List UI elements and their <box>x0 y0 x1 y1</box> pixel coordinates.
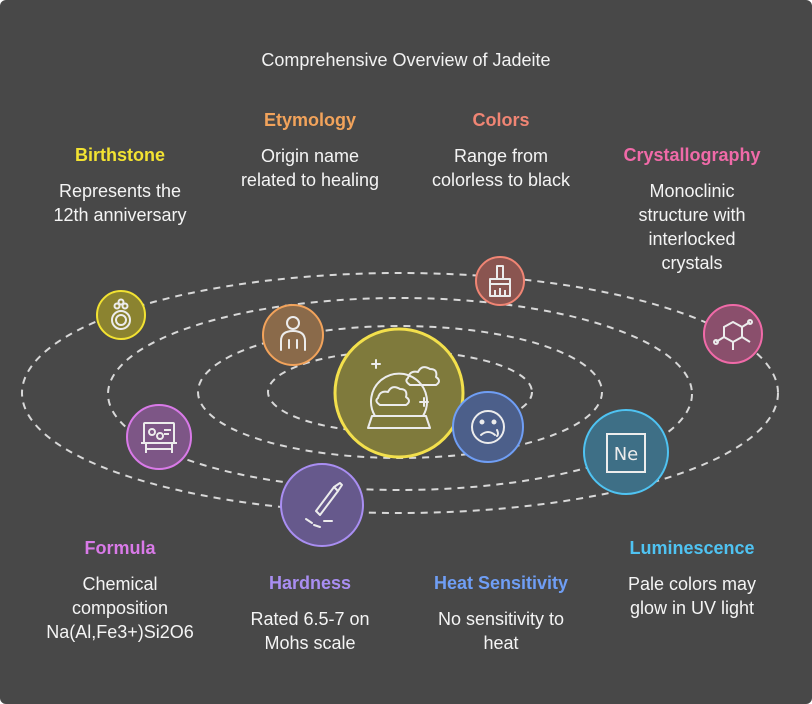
hardness-title: Hardness <box>268 573 352 593</box>
knife-icon <box>305 482 343 528</box>
crystallography-description: Monoclinic structure with interlocked cr… <box>638 181 746 273</box>
node-birthstone <box>96 290 146 340</box>
luminescence-title: Luminescence <box>629 538 755 558</box>
etymology-description: Origin name related to healing <box>240 146 380 190</box>
heat-sensitivity-description: No sensitivity to heat <box>437 609 565 653</box>
colors-title: Colors <box>472 110 530 130</box>
node-crystallography <box>703 304 763 364</box>
etymology-title: Etymology <box>263 110 356 130</box>
crystallography-title: Crystallography <box>623 145 761 165</box>
node-etymology <box>262 304 324 366</box>
node-hardness <box>280 463 364 547</box>
sad-face-icon <box>471 410 505 444</box>
neon-element-icon: Ne <box>606 433 646 473</box>
crystal-ball-icon <box>367 359 440 429</box>
ring-icon <box>111 298 131 330</box>
orbit-middle <box>107 297 693 491</box>
birthstone-title: Birthstone <box>75 145 165 165</box>
node-formula <box>126 404 192 470</box>
whiteboard-icon <box>141 422 177 453</box>
luminescence-description: Pale colors may glow in UV light <box>627 574 757 618</box>
node-colors <box>475 256 525 306</box>
formula-title: Formula <box>84 538 156 558</box>
colors-description: Range from colorless to black <box>431 146 571 190</box>
svg-text:Ne: Ne <box>614 444 639 465</box>
node-luminescence: Ne <box>583 409 669 495</box>
formula-description: Chemical composition Na(Al,Fe3+)Si2O6 <box>46 574 194 642</box>
node-heat-sensitivity <box>452 391 524 463</box>
page-title: Comprehensive Overview of Jadeite <box>261 50 551 70</box>
orbit-outer <box>21 272 779 514</box>
paintbrush-icon <box>489 265 511 297</box>
person-icon <box>280 316 306 351</box>
hardness-description: Rated 6.5-7 on Mohs scale <box>250 609 370 653</box>
center-node <box>333 327 465 459</box>
birthstone-description: Represents the 12th anniversary <box>53 181 187 225</box>
molecule-icon <box>713 319 753 350</box>
heat-sensitivity-title: Heat Sensitivity <box>433 573 569 593</box>
